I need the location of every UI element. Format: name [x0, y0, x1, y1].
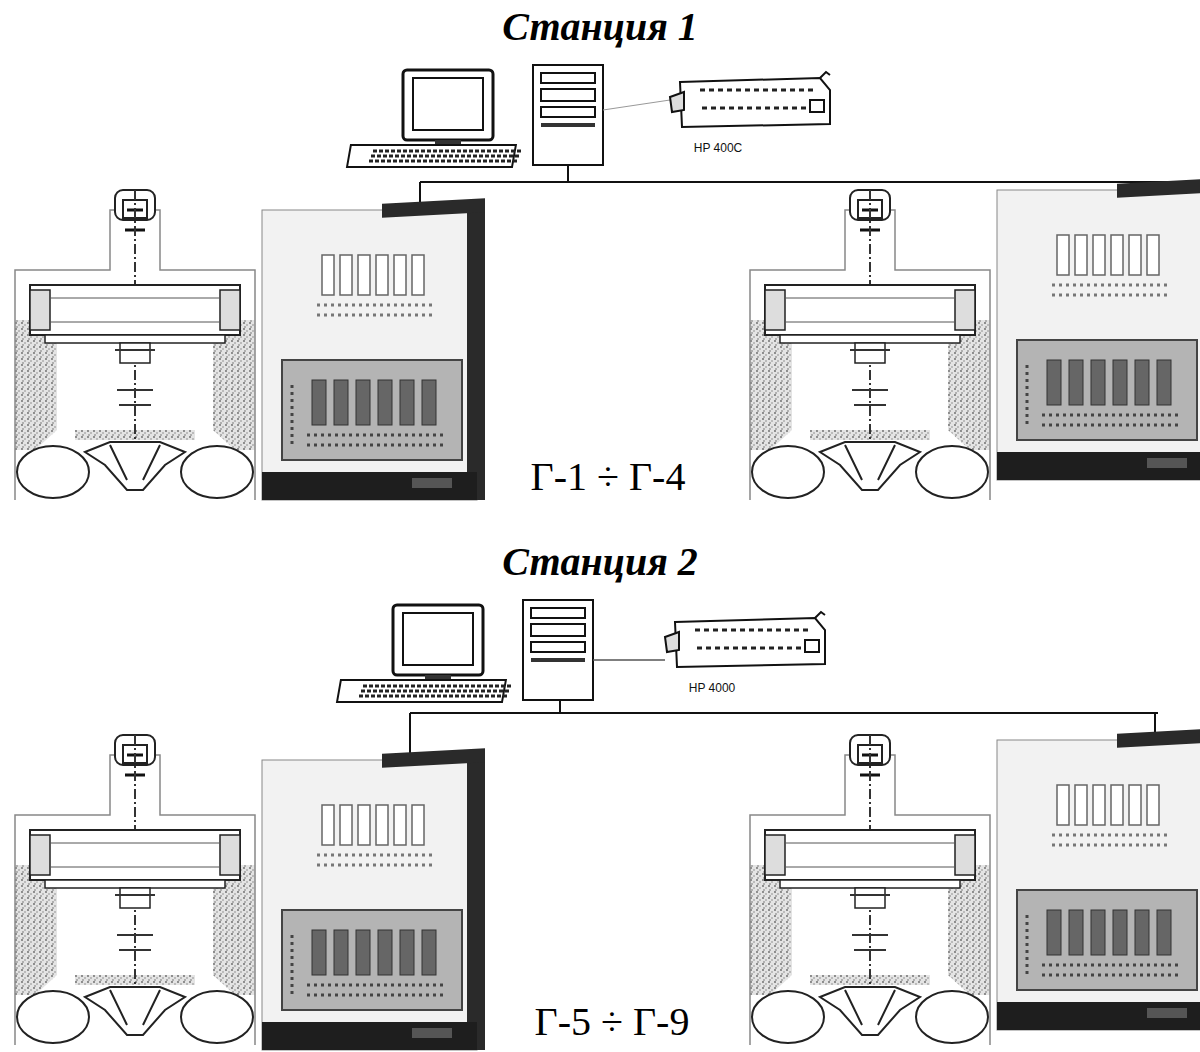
station-2 — [15, 600, 1200, 1050]
printer — [665, 612, 825, 667]
station-title: Станция 1 — [502, 5, 698, 49]
printer — [670, 72, 830, 127]
computer — [337, 600, 593, 702]
control-cabinet — [997, 728, 1200, 1030]
generator-range: Г-1 ÷ Г-4 — [527, 455, 690, 499]
station-title: Станция 2 — [502, 540, 698, 584]
printer-model: HP 400C — [694, 142, 742, 155]
computer — [347, 65, 603, 167]
printer-cable — [593, 659, 665, 661]
generator-range: Г-5 ÷ Г-9 — [531, 1000, 694, 1044]
station-1 — [15, 65, 1200, 500]
control-cabinet — [262, 198, 485, 500]
control-cabinet — [262, 748, 485, 1050]
printer-cable — [603, 100, 670, 110]
hydro-unit — [15, 735, 255, 1045]
hydro-unit — [15, 190, 255, 500]
hydro-unit — [750, 190, 990, 500]
control-cabinet — [997, 178, 1200, 480]
hydro-unit — [750, 735, 990, 1045]
printer-model: HP 4000 — [689, 682, 735, 695]
